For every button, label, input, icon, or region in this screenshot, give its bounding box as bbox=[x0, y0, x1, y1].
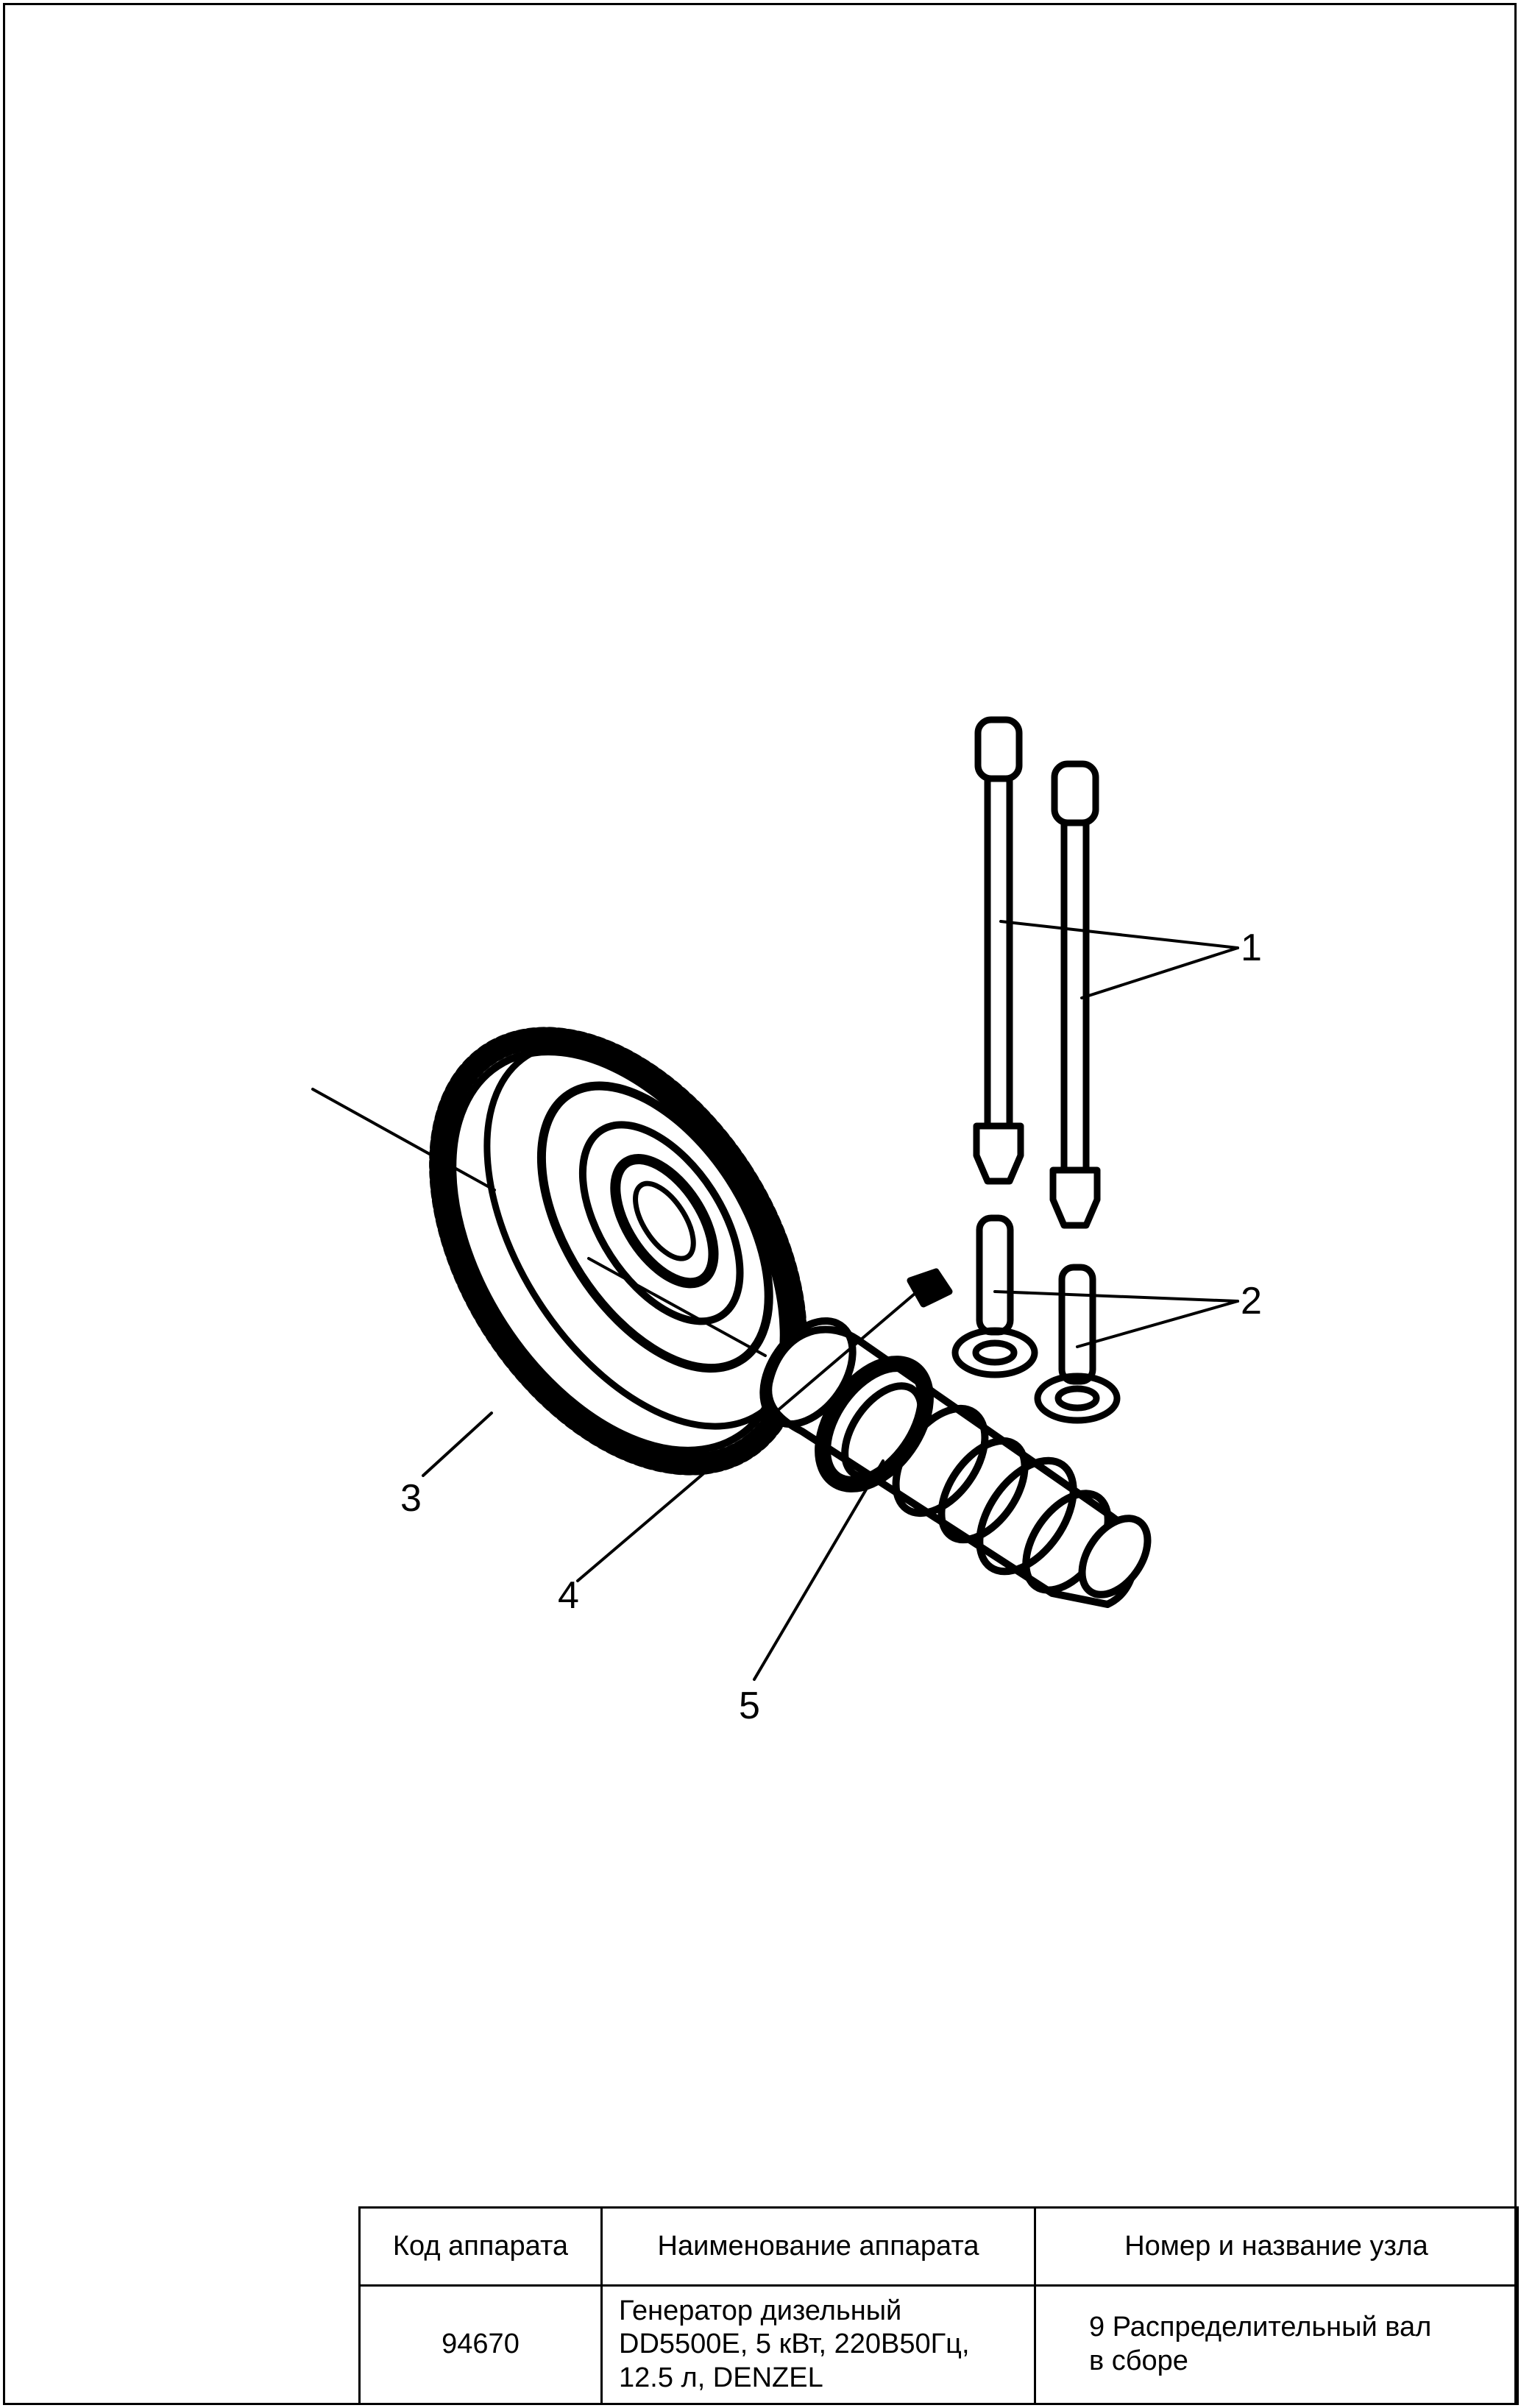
drawing-frame bbox=[3, 3, 1517, 2405]
assembly-value: 9 Распределительный вал в сборе bbox=[1034, 2284, 1519, 2405]
title-block-header-row: Код аппарата Наименование аппарата Номер… bbox=[358, 2206, 1519, 2287]
leader-lines bbox=[311, 920, 1239, 1681]
push-rod-left bbox=[973, 716, 1024, 1185]
assembly-line-1: 9 Распределительный вал bbox=[1089, 2312, 1432, 2343]
device-name-line-3: 12.5 л, DENZEL bbox=[619, 2362, 823, 2393]
camshaft bbox=[759, 1317, 1152, 1608]
tappet-left bbox=[951, 1214, 1038, 1378]
device-name-line-1: Генератор дизельный bbox=[619, 2295, 902, 2326]
header-assembly: Номер и название узла bbox=[1034, 2206, 1519, 2287]
callout-4: 4 bbox=[558, 1574, 579, 1617]
cam-gear bbox=[429, 1027, 807, 1476]
callout-1: 1 bbox=[1241, 927, 1262, 969]
push-rod-right bbox=[1049, 760, 1101, 1229]
header-device-code: Код аппарата bbox=[358, 2206, 603, 2287]
title-block: Код аппарата Наименование аппарата Номер… bbox=[358, 2206, 1519, 2405]
tappet-right bbox=[1034, 1264, 1121, 1424]
device-name-value: Генератор дизельный DD5500E, 5 кВт, 220В… bbox=[600, 2284, 1036, 2405]
callout-2: 2 bbox=[1241, 1280, 1262, 1322]
assembly-line-2: в сборе bbox=[1089, 2345, 1188, 2376]
device-code-value: 94670 bbox=[358, 2284, 603, 2405]
woodruff-key bbox=[907, 1268, 953, 1308]
device-name-line-2: DD5500E, 5 кВт, 220В50Гц, bbox=[619, 2329, 970, 2360]
header-device-name: Наименование аппарата bbox=[600, 2206, 1036, 2287]
callout-3: 3 bbox=[400, 1477, 422, 1520]
callout-5: 5 bbox=[739, 1685, 760, 1727]
title-block-value-row: 94670 Генератор дизельный DD5500E, 5 кВт… bbox=[358, 2284, 1519, 2405]
